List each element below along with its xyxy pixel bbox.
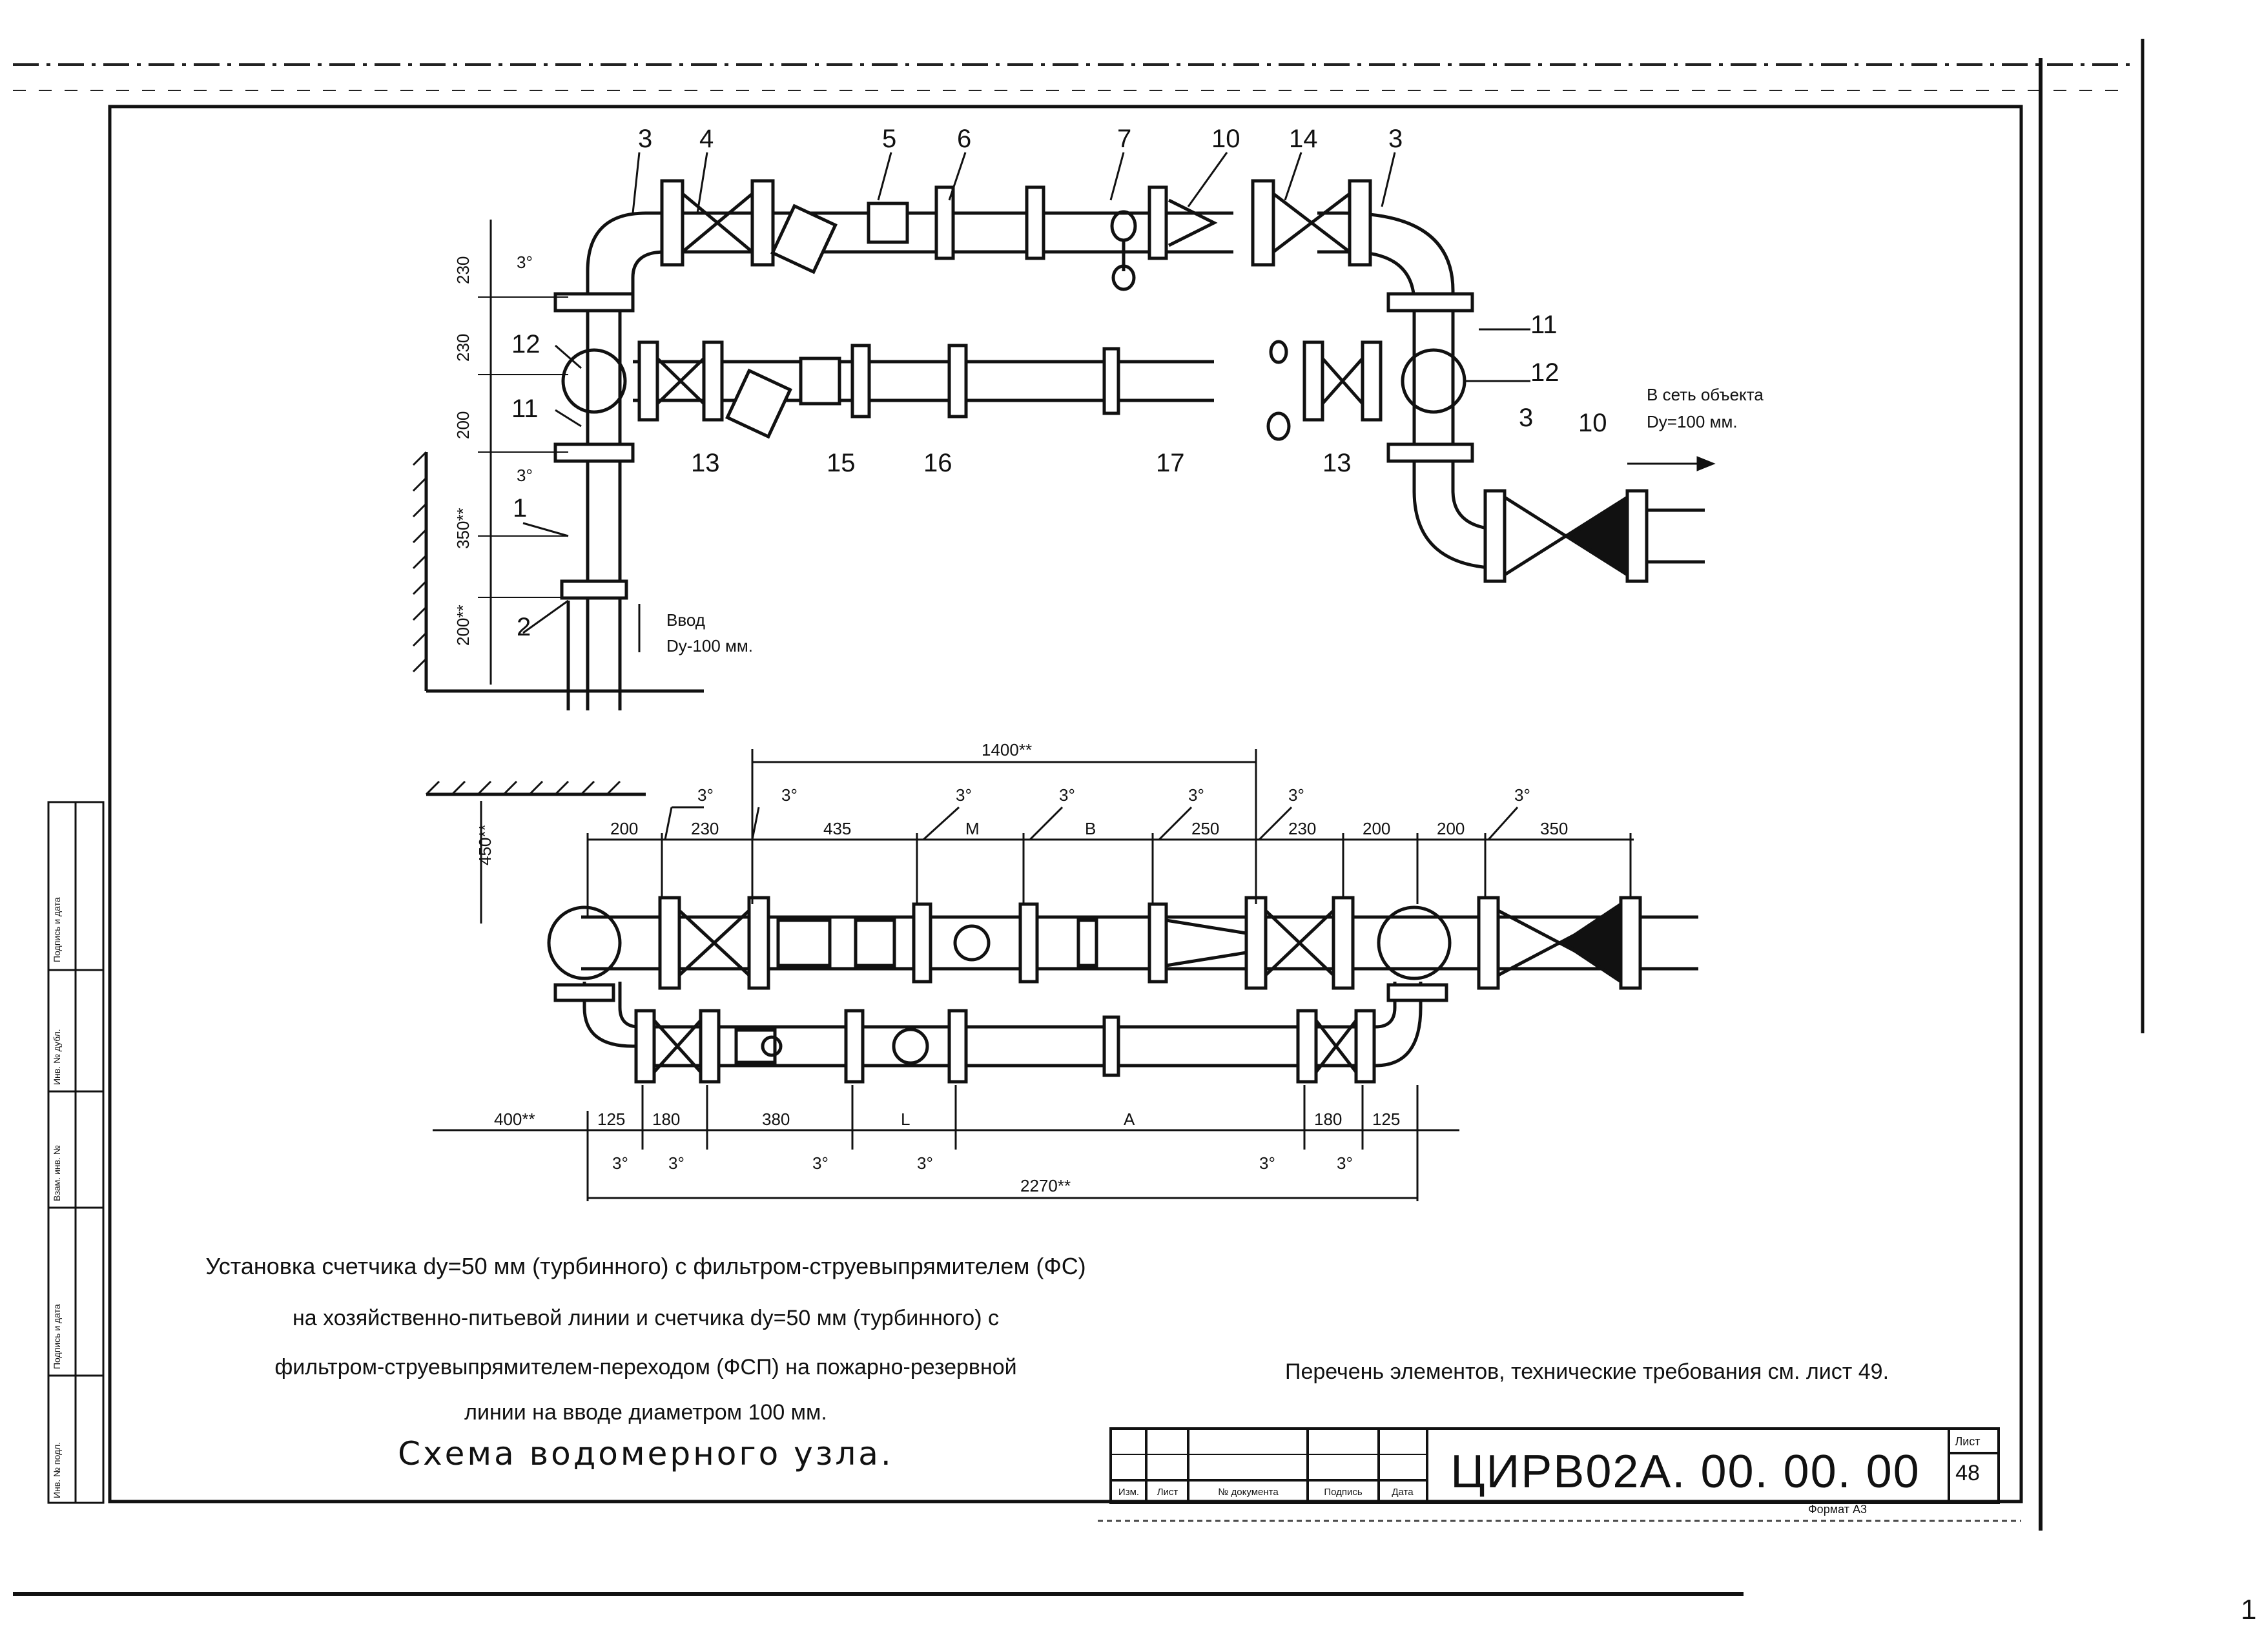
angle: 3° [1259,1153,1275,1173]
callout: 3 [1519,404,1533,432]
callout: 12 [1530,358,1559,387]
sheet-label: Лист [1955,1435,1981,1448]
angle: 3° [517,253,533,272]
reference-note: Перечень элементов, технические требован… [1285,1359,1889,1384]
angle: 3° [1514,785,1530,805]
dim: 230 [691,819,719,838]
callout: 10 [1211,125,1240,153]
callout: 13 [1322,449,1352,477]
side-stamp-label: Взам. инв. № [52,1145,62,1201]
dim: 435 [823,819,851,838]
stamp-col-label: Подпись [1324,1487,1363,1498]
dim: 200 [1437,819,1465,838]
callout: 3 [1388,125,1403,153]
title-block [1109,1427,2000,1504]
dim: 350** [453,508,473,549]
angle: 3° [917,1153,933,1173]
callout: 4 [699,125,714,153]
angle: 3° [517,466,533,485]
document-code: ЦИРВ02А. 00. 00. 00 [1450,1446,1920,1498]
elevation-view [425,749,1698,1201]
stamp-col-label: № документа [1218,1487,1279,1498]
dim: A [1124,1110,1135,1129]
dim: L [901,1110,910,1129]
inlet-label-line1: Ввод [666,610,705,630]
paper-format: Формат А3 [1808,1503,1867,1516]
inlet-label: Ввод Dy-100 мм. [666,607,753,659]
outlet-label: В сеть объекта Dy=100 мм. [1647,381,1764,435]
dim: 200 [610,819,638,838]
dim: 230 [1288,819,1316,838]
side-stamp-label: Подпись и дата [52,897,62,962]
side-stamp [47,801,105,1504]
dim: 350 [1540,819,1568,838]
callout: 11 [1530,311,1558,339]
dim: 125 [597,1110,625,1129]
page-number: 1 [2241,1594,2257,1626]
drawing-title: Схема водомерного узла. [398,1435,894,1472]
callout: 1 [513,494,527,522]
outlet-label-line2: Dy=100 мм. [1647,412,1738,431]
dim-left: 450** [475,824,495,865]
side-stamp-label: Подпись и дата [52,1304,62,1369]
stamp-col-label: Лист [1157,1487,1178,1498]
angle: 3° [956,785,972,805]
dim: 380 [762,1110,790,1129]
callout: 2 [517,613,531,641]
angle: 3° [781,785,798,805]
angle: 3° [1288,785,1304,805]
dim: 400** [494,1110,535,1129]
angle: 3° [697,785,714,805]
callout: 3 [638,125,652,153]
dim: 180 [1314,1110,1342,1129]
callout: 15 [827,449,856,477]
callout: 13 [691,449,720,477]
dim: 125 [1372,1110,1400,1129]
dim: M [965,819,980,838]
dim: 180 [652,1110,680,1129]
sheet-frame [108,105,2023,1503]
dim: 200 [1363,819,1390,838]
plan-callouts: 3 4 5 6 7 10 14 3 11 12 12 11 13 15 16 1… [511,125,1607,641]
dim-total-bottom: 2270** [1020,1176,1071,1195]
dim: 200** [453,604,473,646]
callout: 14 [1289,125,1318,153]
plan-dims: 230 230 200 350** 200** 3° 3° [453,253,533,646]
dim: 230 [453,334,473,362]
dim: 200 [453,411,473,439]
caption-line-2: на хозяйственно-питьевой линии и счетчик… [293,1306,999,1330]
sheet-number: 48 [1955,1461,1980,1485]
caption-line-1: Установка счетчика dy=50 мм (турбинного)… [205,1253,1086,1279]
dim-total-top: 1400** [982,740,1032,759]
callout: 17 [1156,449,1185,477]
angle: 3° [1337,1153,1353,1173]
callout: 12 [511,330,540,358]
dim: B [1085,819,1096,838]
inlet-label-line2: Dy-100 мм. [666,636,754,656]
angle: 3° [1188,785,1204,805]
outlet-label-line1: В сеть объекта [1647,385,1764,404]
plan-view [412,152,1716,710]
scan-header-strip [13,63,2131,91]
dim: 230 [453,256,473,284]
callout: 11 [511,395,539,423]
side-stamp-label: Инв. № дубл. [52,1029,62,1085]
callout: 5 [882,125,896,153]
callout: 10 [1578,409,1607,437]
stamp-col-label: Изм. [1118,1487,1140,1498]
side-stamp-label: Инв. № подл. [52,1441,62,1498]
elevation-dims: 1400** 200 230 435 M B 250 230 200 200 3… [475,740,1568,1195]
angle: 3° [1059,785,1075,805]
angle: 3° [812,1153,828,1173]
caption-line-4: линии на вводе диаметром 100 мм. [464,1400,827,1425]
callout: 7 [1117,125,1131,153]
callout: 6 [957,125,971,153]
caption-line-3: фильтром-струевыпрямителем-переходом (ФС… [274,1355,1017,1379]
angle: 3° [612,1153,628,1173]
stamp-col-label: Дата [1392,1487,1414,1498]
angle: 3° [668,1153,684,1173]
callout: 16 [923,449,952,477]
dim: 250 [1191,819,1219,838]
